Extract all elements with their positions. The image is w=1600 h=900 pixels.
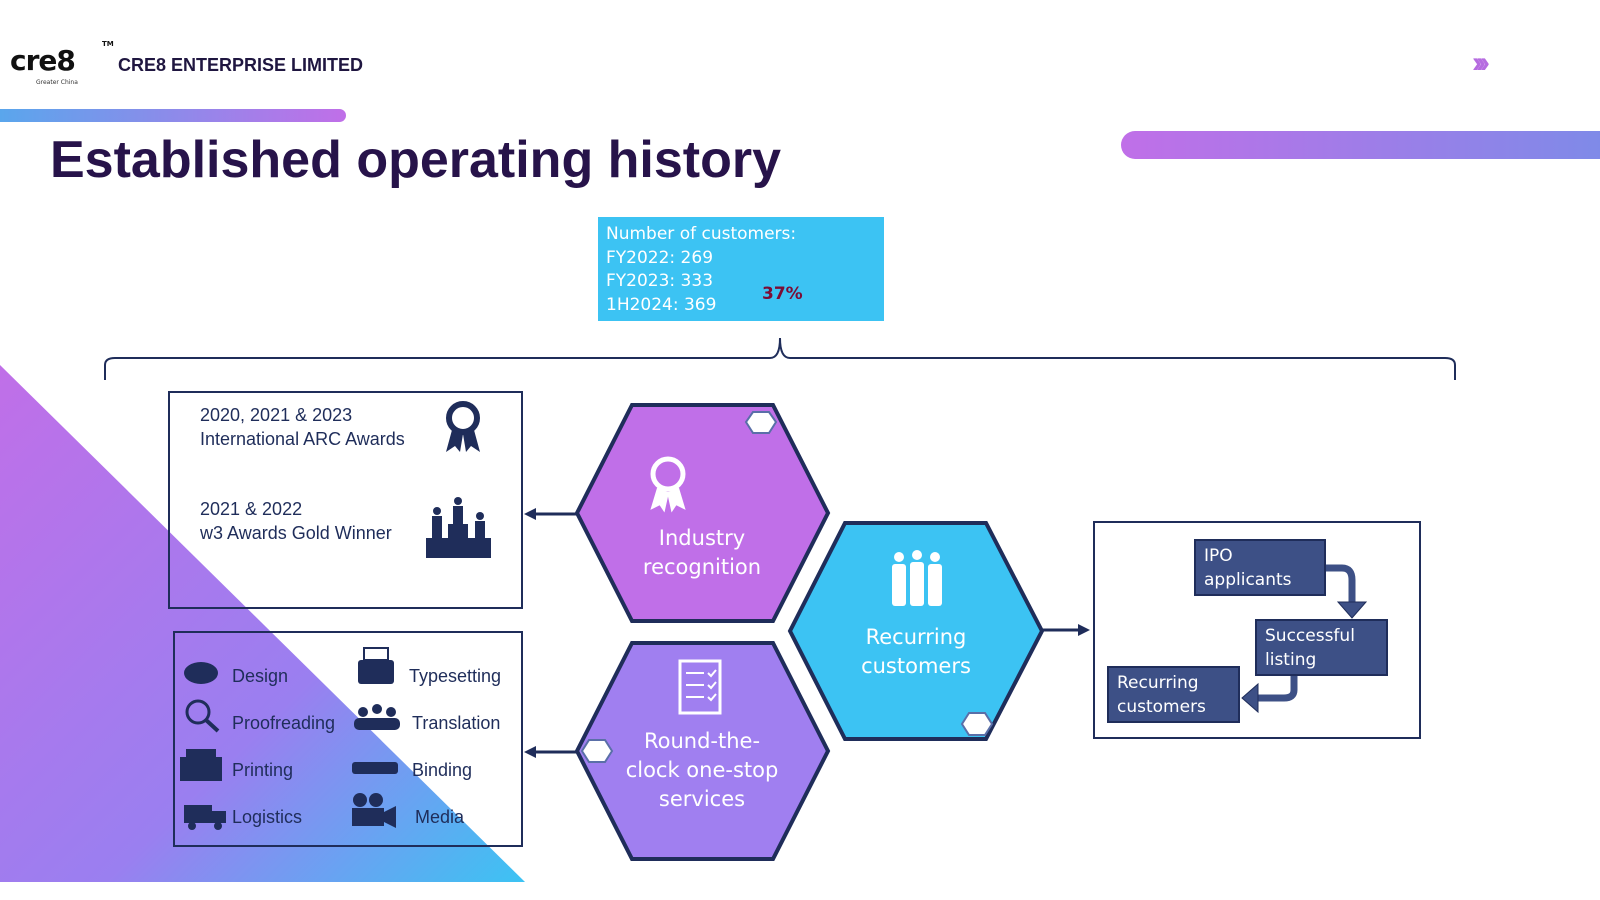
hex-recurring — [787, 521, 1045, 741]
stat-line: 1H2024: 369 — [606, 294, 717, 315]
printer-icon — [180, 749, 222, 781]
small-hex — [580, 739, 614, 763]
decorative-triangle — [0, 365, 525, 882]
people-icon — [354, 704, 400, 730]
service-translation: Translation — [412, 713, 501, 733]
award-ribbon-icon — [446, 401, 480, 452]
stats-heading: Number of customers: — [606, 224, 797, 244]
service-printing: Printing — [232, 760, 294, 780]
hex-industry — [574, 403, 831, 623]
small-hex — [960, 712, 994, 736]
service-typesetting: Typesetting — [409, 666, 502, 686]
growth-percent: 37% — [762, 284, 803, 304]
service-binding: Binding — [412, 760, 473, 780]
flow-box — [1093, 521, 1421, 739]
magnifier-icon — [185, 699, 220, 733]
service-logistics: Logistics — [232, 807, 303, 827]
camera-icon — [352, 793, 396, 828]
arrow-left-icon — [524, 508, 536, 520]
company-name: CRE8 ENTERPRISE LIMITED — [118, 55, 364, 75]
service-proofreading: Proofreading — [232, 713, 336, 733]
truck-icon — [184, 805, 226, 830]
checklist-icon — [678, 659, 722, 715]
arrow-right-icon — [1078, 624, 1090, 636]
people-icon — [892, 550, 942, 606]
service-design: Design — [232, 666, 289, 686]
decorative-bar — [0, 109, 346, 122]
logo-tm: TM — [102, 40, 114, 48]
services-box: Design Typesetting Proofreading Translat… — [173, 631, 523, 847]
palette-icon — [184, 662, 218, 684]
arrow-left-icon — [524, 746, 536, 758]
logo-text: cre8 — [10, 44, 76, 77]
stat-line: FY2023: 333 — [606, 271, 714, 291]
podium-icon — [426, 497, 491, 558]
company-logo: cre8 Greater China TM — [10, 40, 114, 90]
triple-chevron-right-icon[interactable]: ››› — [1472, 46, 1490, 79]
typewriter-icon — [358, 647, 394, 684]
people-pyramid-icon — [0, 0, 863, 306]
decorative-bar — [1121, 131, 1600, 159]
award-ribbon-icon — [650, 456, 686, 513]
page-title: Established operating history — [50, 131, 782, 189]
service-media: Media — [415, 807, 465, 827]
bracket — [104, 337, 1456, 380]
stat-line: FY2022: 269 — [606, 247, 714, 268]
customer-stats: Number of customers: FY2022: 269 FY2023:… — [598, 217, 884, 321]
stapler-icon — [352, 762, 398, 774]
small-hex — [744, 411, 778, 434]
logo-tagline: Greater China — [36, 79, 78, 86]
